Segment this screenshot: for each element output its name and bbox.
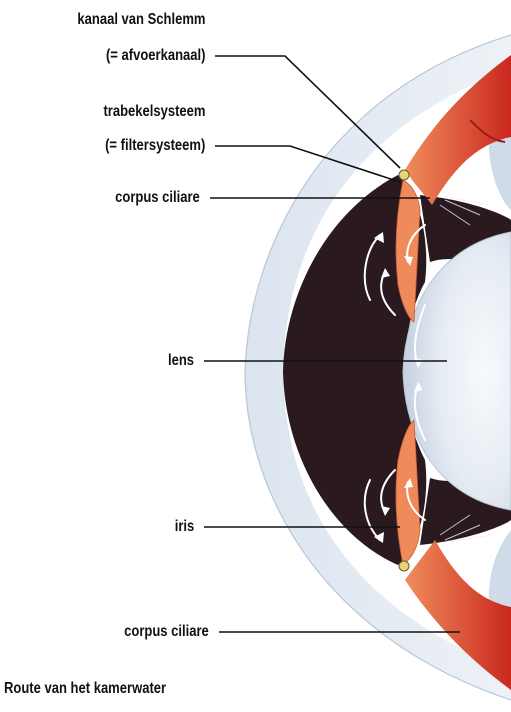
label-schlemm-line2: (= afvoerkanaal)	[105, 46, 205, 66]
caption: Route van het kamerwater	[4, 679, 166, 699]
label-iris: iris	[174, 517, 194, 537]
label-corpus-ciliare-top: corpus ciliare	[115, 188, 200, 208]
label-schlemm-line1: kanaal van Schlemm	[77, 10, 205, 30]
label-lens: lens	[168, 351, 194, 371]
label-trabekel-line2: (= filtersysteem)	[105, 136, 205, 156]
label-corpus-ciliare-bottom: corpus ciliare	[124, 622, 209, 642]
label-trabekel-line1: trabekelsysteem	[103, 102, 205, 122]
